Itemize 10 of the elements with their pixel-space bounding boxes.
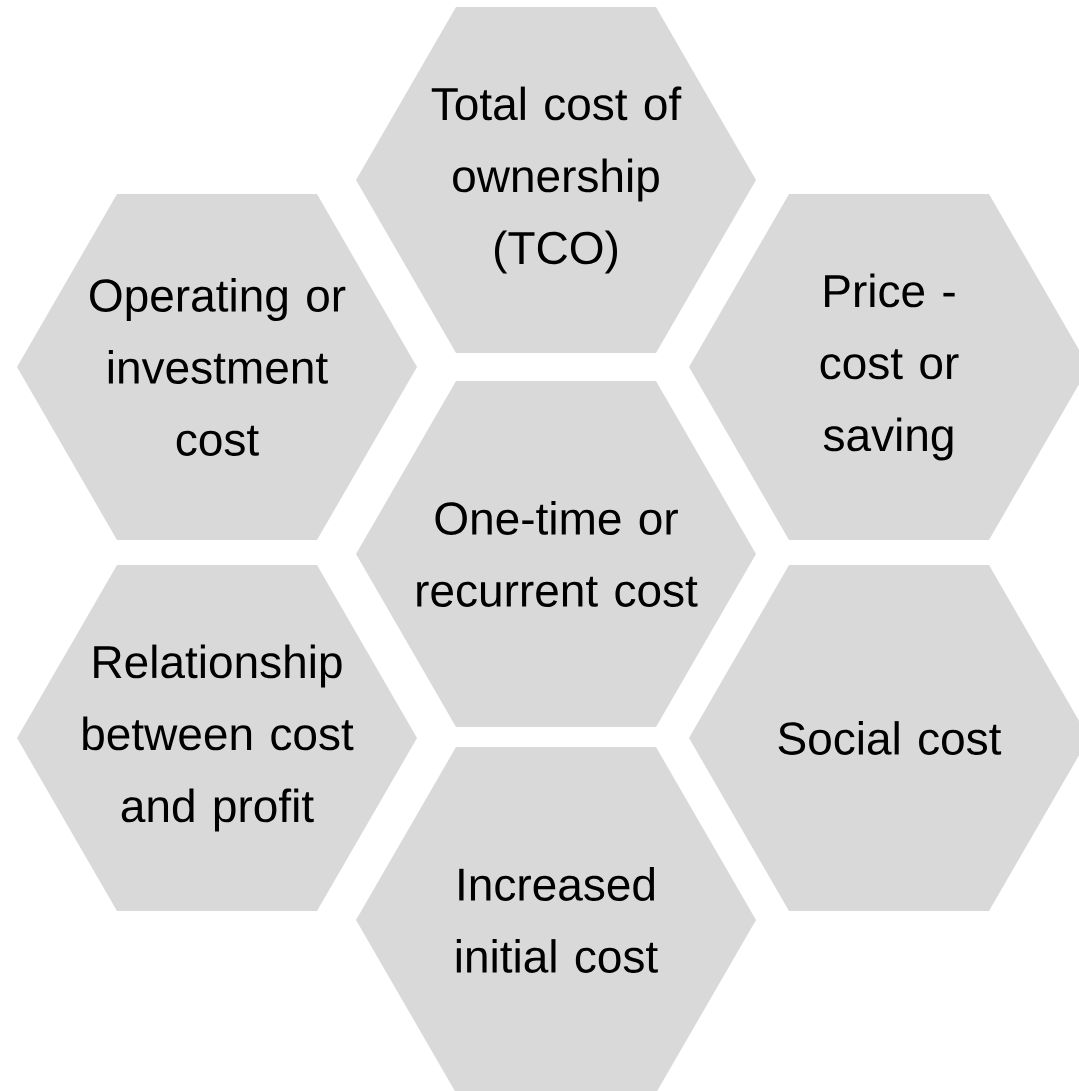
node-label: Relationship between cost and profit (83, 644, 354, 832)
hexagon-tile: Relationship between cost and profit (17, 565, 417, 911)
node-label: Price - cost or saving (820, 273, 959, 461)
node-label: Operating or investment cost (90, 278, 346, 456)
node-label: Social cost (778, 721, 1002, 755)
hexagon-tile: Total cost of ownership (TCO) (356, 7, 756, 353)
hexagon-tile: Increased initial cost (356, 747, 756, 1091)
hexagon-tile: Price - cost or saving (689, 194, 1079, 540)
hexagon-tile: One-time or recurrent cost (356, 381, 756, 727)
hexagon-tile: Operating or investment cost (17, 194, 417, 540)
